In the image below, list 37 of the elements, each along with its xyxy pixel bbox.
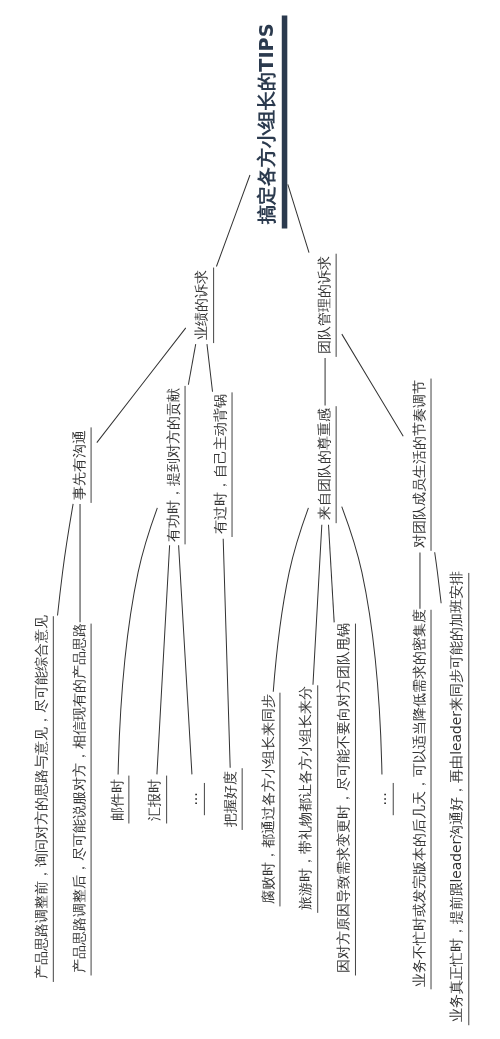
node-text: 把握好度: [221, 771, 238, 828]
node-text: 旅游时，带礼物都让各方小组长来分: [297, 686, 314, 911]
connector: [156, 544, 171, 775]
node-text: 业绩的诉求: [193, 270, 210, 341]
connector: [117, 507, 158, 776]
connector: [215, 174, 251, 267]
connector: [341, 506, 383, 776]
node-text: 因对方原因导致需求变更时，尽可能不要向对方团队甩锅: [335, 622, 352, 973]
connector: [272, 507, 309, 693]
connector: [312, 524, 323, 686]
connector: [178, 544, 193, 775]
node-text: 团队管理的诉求: [315, 256, 332, 355]
node-text: 业务真正忙时，提前跟leader沟通好，再由leader来同步可能的加班安排: [448, 571, 465, 1023]
node-text: 对团队成员生活的节奏调节: [410, 380, 427, 549]
node-text: 邮件时: [108, 778, 125, 821]
node-text: ...: [184, 792, 201, 806]
node-text: 来自团队的尊重感: [315, 408, 332, 521]
connector: [341, 333, 404, 437]
connector: [57, 503, 74, 617]
connector: [206, 343, 214, 393]
node-text: 产品思路调整后，尽可能说服对方，相信现有的产品思路: [70, 622, 87, 973]
connector: [324, 357, 326, 407]
node-text: 事先有沟通: [70, 430, 87, 501]
node-text: 汇报时: [146, 778, 163, 821]
node-text: 业务不忙时或发完版本的后几天，可以适当降低需求的密集度: [410, 608, 427, 987]
node-text: 有功时，提到对方的贡献: [164, 387, 181, 542]
connector: [434, 551, 442, 604]
node-text: ...: [372, 792, 389, 806]
connector: [287, 183, 310, 254]
connector: [187, 343, 197, 386]
connector: [222, 538, 231, 769]
node-text: 搞定各方小组长的TIPS: [255, 23, 279, 224]
connector: [96, 327, 187, 444]
node-text: 腐败时，都通过各方小组长来同步: [259, 693, 276, 904]
node-text: 有过时，自己主动背锅: [211, 394, 228, 535]
node-text: 产品思路调整前，询问对方的思路与意见，尽可能综合意见: [32, 615, 49, 980]
connector: [328, 524, 335, 623]
